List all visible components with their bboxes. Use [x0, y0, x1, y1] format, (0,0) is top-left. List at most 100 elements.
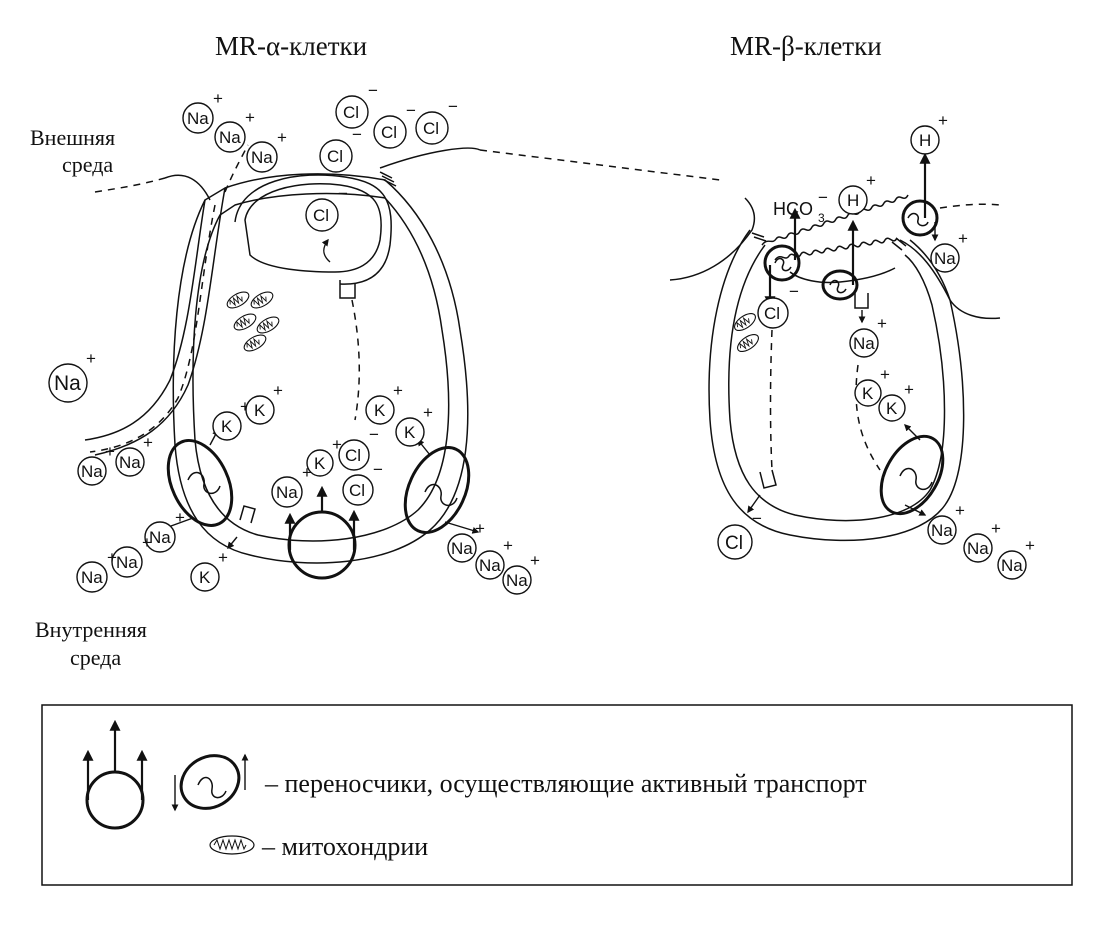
svg-text:+: +: [1025, 536, 1035, 555]
ion-cl: Cl−: [373, 101, 416, 149]
svg-text:+: +: [143, 433, 153, 452]
pump-legend-icon: [82, 719, 148, 830]
svg-text:+: +: [213, 89, 223, 108]
svg-text:+: +: [877, 314, 887, 333]
svg-text:H: H: [847, 191, 859, 210]
na-h-exchanger: [901, 199, 939, 237]
svg-text:Na: Na: [81, 568, 103, 587]
ion-na: Na+: [246, 128, 287, 173]
ion-k: K+: [854, 365, 890, 407]
svg-text:Na: Na: [116, 553, 138, 572]
na-k-atpase-beta: [879, 434, 945, 516]
svg-text:+: +: [240, 397, 250, 416]
beta-ions: H+ H+ HCO 3 − Na+ Cl− Na+ K+ K+ Cl− Na+ …: [717, 111, 1035, 580]
svg-text:+: +: [475, 519, 485, 538]
svg-text:Na: Na: [187, 109, 209, 128]
svg-text:+: +: [958, 229, 968, 248]
svg-text:Na: Na: [931, 521, 953, 540]
ion-k: K+: [395, 403, 433, 447]
svg-text:Na: Na: [54, 372, 81, 395]
nkcc-cotransporter-left: [166, 439, 234, 527]
svg-text:K: K: [199, 568, 211, 587]
svg-text:+: +: [955, 501, 965, 520]
svg-text:Cl: Cl: [313, 206, 329, 225]
svg-text:+: +: [107, 548, 117, 567]
ion-h: H+: [910, 111, 948, 155]
svg-text:K: K: [862, 384, 874, 403]
svg-text:+: +: [86, 349, 96, 368]
svg-text:+: +: [175, 508, 185, 527]
ion-k: K+: [245, 381, 283, 425]
h-atpase: [821, 269, 859, 301]
svg-text:−: −: [818, 188, 828, 207]
svg-text:Cl: Cl: [423, 119, 439, 138]
ion-na: Na+: [111, 533, 152, 578]
legend: – переносчики, осуществляющие активный т…: [41, 704, 1073, 886]
svg-text:+: +: [218, 548, 228, 567]
svg-text:+: +: [904, 380, 914, 399]
external-environment-label-2: среда: [62, 152, 113, 177]
svg-text:−: −: [406, 101, 416, 120]
ion-cl: Cl−: [757, 282, 799, 329]
beta-cell-title: MR-β-клетки: [730, 31, 882, 61]
ion-k: K+: [878, 380, 914, 422]
nkcc-cotransporter-right: [403, 446, 471, 534]
svg-text:Na: Na: [1001, 556, 1023, 575]
svg-text:H: H: [919, 131, 931, 150]
ion-na: Na+: [997, 536, 1035, 580]
svg-text:+: +: [423, 403, 433, 422]
svg-text:+: +: [332, 435, 342, 454]
ion-cl: Cl−: [305, 184, 348, 232]
external-environment-label: Внешняя: [30, 125, 115, 150]
svg-text:Na: Na: [853, 334, 875, 353]
ion-cl: Cl−: [717, 509, 762, 560]
svg-text:+: +: [503, 536, 513, 555]
ion-na: Na+: [115, 433, 153, 477]
legend-mitochondria-label: – митохондрии: [261, 832, 428, 861]
ion-na: Na+: [214, 108, 255, 153]
ion-na: Na+: [77, 442, 115, 486]
svg-text:−: −: [368, 81, 378, 100]
svg-text:Na: Na: [506, 571, 528, 590]
legend-transporters-label: – переносчики, осуществляющие активный т…: [264, 769, 867, 798]
svg-text:Na: Na: [219, 128, 241, 147]
svg-text:+: +: [393, 381, 403, 400]
ion-cl: Cl−: [342, 460, 383, 506]
ion-na: Na+: [271, 463, 312, 508]
mitochondria-legend-icon: [209, 835, 255, 855]
ion-hco3: HCO 3 −: [773, 188, 828, 225]
svg-text:+: +: [245, 108, 255, 127]
ion-cl: Cl−: [335, 81, 378, 129]
exchanger-legend-icon: [171, 753, 249, 812]
svg-text:−: −: [448, 97, 458, 116]
ion-cl: Cl−: [415, 97, 458, 145]
svg-text:Cl: Cl: [343, 103, 359, 122]
ion-cl: Cl−: [338, 425, 379, 471]
svg-text:−: −: [789, 282, 799, 301]
svg-text:+: +: [991, 519, 1001, 538]
svg-text:Cl: Cl: [381, 123, 397, 142]
svg-text:K: K: [254, 401, 266, 420]
svg-text:Na: Na: [251, 148, 273, 167]
svg-text:Na: Na: [934, 249, 956, 268]
svg-text:Cl: Cl: [725, 533, 743, 554]
svg-text:Cl: Cl: [327, 147, 343, 166]
svg-text:+: +: [530, 551, 540, 570]
ion-na: Na+: [447, 519, 485, 563]
svg-text:Na: Na: [119, 453, 141, 472]
svg-text:+: +: [866, 171, 876, 190]
ion-na: Na+: [963, 519, 1001, 563]
ion-cl: Cl−: [319, 125, 362, 173]
svg-text:+: +: [880, 365, 890, 384]
svg-text:+: +: [938, 111, 948, 130]
ion-k: K+: [365, 381, 403, 425]
ion-na: Na+: [930, 229, 968, 273]
alpha-ions: Na+ Na+ Na+ Cl− Cl− Cl− Cl− Cl− Na+ K+ K…: [48, 81, 540, 595]
internal-environment-label: Внутренняя: [35, 617, 147, 642]
svg-text:+: +: [105, 442, 115, 461]
ion-na: Na+: [502, 551, 540, 595]
svg-text:K: K: [314, 454, 326, 473]
svg-text:Na: Na: [81, 462, 103, 481]
internal-environment-label-2: среда: [70, 645, 121, 670]
svg-text:Na: Na: [967, 539, 989, 558]
